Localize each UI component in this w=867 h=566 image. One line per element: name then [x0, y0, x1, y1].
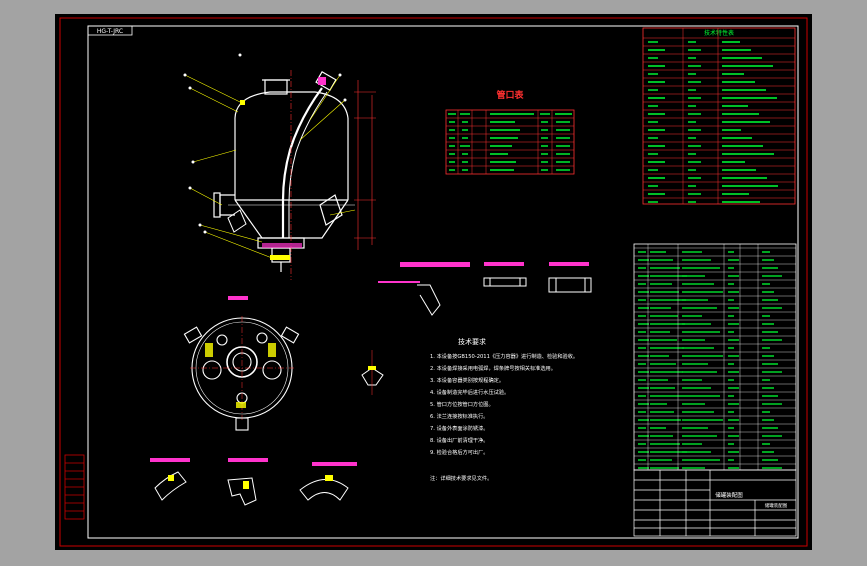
spec-table-title: 技术特性表: [704, 29, 734, 37]
plan-view-highlights: [205, 296, 276, 408]
title-block-name: 储罐装配图: [715, 491, 743, 499]
tech-note-line: 5. 管口方位按管口方位图。: [430, 400, 494, 408]
tech-notes-footer: 注：详细技术要求见文件。: [430, 474, 492, 482]
vessel-leader-lines: [184, 74, 356, 259]
tech-note-line: 9. 检验合格后方可出厂。: [430, 448, 488, 456]
tech-notes: 技术要求 1. 本设备按GB150-2011《压力容器》进行制造、检验和验收。 2…: [430, 337, 578, 482]
margin-revision-blocks: [64, 454, 85, 520]
tech-note-line: 2. 本设备焊接采用电弧焊，焊条牌号按相关标准选用。: [430, 364, 556, 372]
parts-list-rows: [634, 244, 796, 470]
tech-note-line: 3. 本设备容器类别按规程确定。: [430, 376, 504, 384]
spec-table: 技术特性表: [642, 27, 796, 205]
stamp-text: HG-T-JRC: [97, 28, 123, 35]
title-block: [633, 469, 797, 537]
spec-table-rows: [643, 28, 795, 204]
detail-highlights: [168, 366, 376, 489]
tech-note-line: 7. 设备外表面涂防锈漆。: [430, 424, 488, 432]
tech-note-line: 8. 设备出厂前清理干净。: [430, 436, 488, 444]
vessel-highlights: [240, 77, 326, 260]
inner-frame: [87, 25, 799, 539]
plan-view: [183, 316, 300, 431]
outer-frame: [59, 17, 808, 547]
vessel-balloons: [183, 53, 347, 234]
tech-note-line: 1. 本设备按GB150-2011《压力容器》进行制造、检验和验收。: [430, 352, 578, 360]
stamp-box: HG-T-JRC: [87, 25, 133, 36]
tech-notes-title: 技术要求: [458, 337, 486, 346]
parts-list: [633, 243, 797, 471]
vessel-dim-chain: [354, 80, 376, 250]
nozzle-table: 管口表: [445, 89, 575, 175]
tech-note-line: 4. 设备制造完毕后进行水压试验。: [430, 388, 509, 396]
tech-notes-lines: 1. 本设备按GB150-2011《压力容器》进行制造、检验和验收。 2. 本设备…: [430, 352, 578, 456]
nozzle-table-title: 管口表: [496, 89, 524, 101]
tech-note-line: 6. 法兰连接按标准执行。: [430, 412, 488, 420]
title-block-name-2: 储罐装配图: [765, 502, 788, 509]
